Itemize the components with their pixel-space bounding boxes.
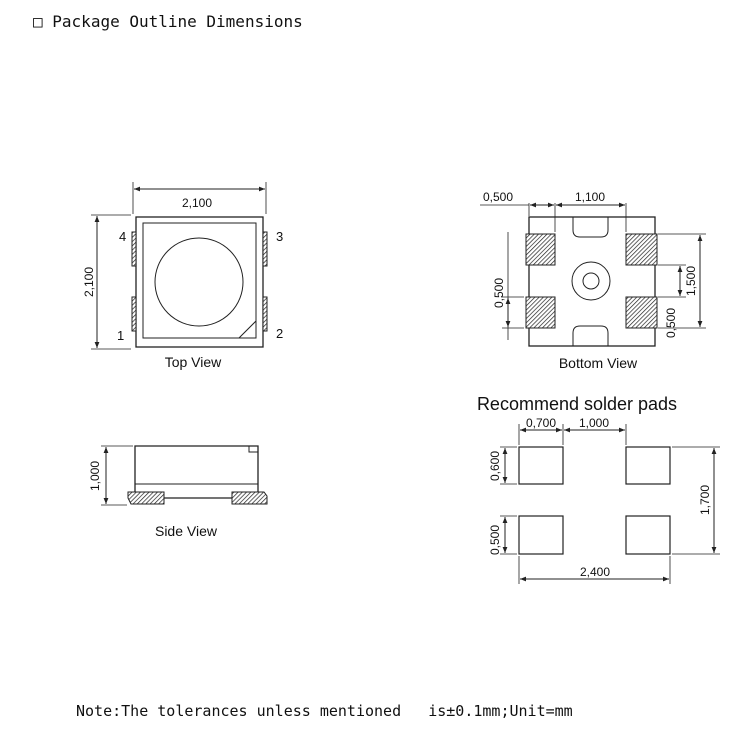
- tolerance-note: Note:The tolerances unless mentioned is±…: [76, 702, 573, 720]
- pin-4-label: 4: [119, 229, 126, 244]
- bottom-view-caption: Bottom View: [559, 355, 638, 371]
- bottom-pad: [625, 233, 658, 266]
- pad-dim-right: 1,700: [698, 485, 712, 515]
- bottom-dim-right-inner: 0,500: [664, 308, 678, 338]
- bottom-dim-top-mid: 1,100: [575, 190, 605, 204]
- side-view-caption: Side View: [155, 523, 218, 539]
- pad-dim-top-mid: 1,000: [579, 416, 609, 430]
- bottom-tab-top: [572, 217, 609, 238]
- side-view: 1,000 Side View: [88, 445, 268, 539]
- pad-dim-left-top: 0,600: [488, 451, 502, 481]
- top-view: 2,100 2,100 4 3 1 2 Top View: [82, 182, 283, 370]
- side-notch: [248, 445, 259, 453]
- top-view-inner-frame: [142, 222, 257, 339]
- terminal-1: [131, 296, 137, 332]
- solder-pads: Recommend solder pads 0,700 1,000 0,600 …: [477, 394, 720, 584]
- solder-pad: [518, 446, 564, 485]
- bottom-view: 0,500 1,100 0,500 1,500 0,500 Bottom Vie…: [480, 190, 706, 371]
- top-view-outline: [135, 216, 264, 348]
- terminal-4: [131, 231, 137, 267]
- pin-2-label: 2: [276, 326, 283, 341]
- bottom-tab-bottom: [572, 325, 609, 346]
- polarity-chamfer: [238, 320, 257, 339]
- checkbox-icon: □: [33, 12, 43, 31]
- side-terminal-right: [231, 491, 268, 505]
- bottom-view-outline: [528, 216, 656, 347]
- terminal-2: [262, 296, 268, 332]
- side-height-dim: 1,000: [88, 461, 102, 491]
- solder-pad: [518, 515, 564, 555]
- top-view-caption: Top View: [165, 354, 222, 370]
- center-ring-outer: [571, 261, 611, 301]
- pin-1-label: 1: [117, 328, 124, 343]
- solder-pads-title: Recommend solder pads: [477, 394, 677, 414]
- pin-3-label: 3: [276, 229, 283, 244]
- terminal-3: [262, 231, 268, 267]
- center-ring-inner: [582, 272, 600, 290]
- top-height-dim: 2,100: [82, 267, 96, 297]
- bottom-dim-left: 0,500: [492, 278, 506, 308]
- section-heading: □ Package Outline Dimensions: [33, 12, 303, 31]
- side-body-outline: [134, 445, 259, 499]
- pad-dim-top-left: 0,700: [526, 416, 556, 430]
- pad-dim-bottom: 2,400: [580, 565, 610, 579]
- bottom-dim-top-left: 0,500: [483, 190, 513, 204]
- bottom-dim-right-outer: 1,500: [684, 266, 698, 296]
- solder-pad: [625, 515, 671, 555]
- bottom-pad: [525, 233, 556, 266]
- top-width-dim: 2,100: [182, 196, 212, 210]
- pad-dim-left-bottom: 0,500: [488, 525, 502, 555]
- side-terminal-left: [127, 491, 165, 505]
- solder-pad: [625, 446, 671, 485]
- heading-text: Package Outline Dimensions: [52, 12, 303, 31]
- bottom-pad: [525, 296, 556, 329]
- lens-circle: [154, 237, 244, 327]
- bottom-pad: [625, 296, 658, 329]
